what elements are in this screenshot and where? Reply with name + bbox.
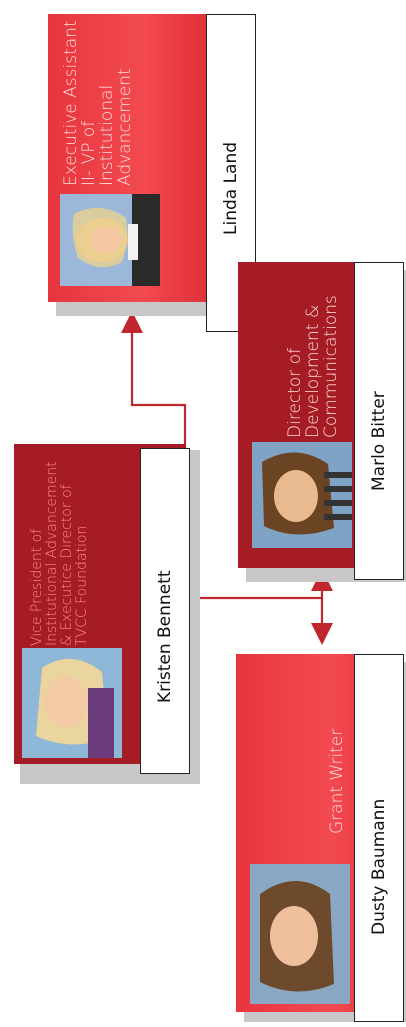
photo-kristen [22, 648, 122, 758]
photo-linda [60, 194, 160, 286]
namebox-marlo: Marlo Bitter [354, 262, 404, 580]
title-marlo: Director of Development & Communications [286, 295, 341, 438]
card-marlo: Director of Development & Communications… [238, 262, 406, 582]
card-kristen: Vice President of Institutional Advancem… [14, 444, 204, 784]
card-linda: Executive Assistant II- VP of Institutio… [48, 14, 256, 332]
card-dusty: Grant Writer Dusty Baumann [236, 654, 406, 1022]
namebox-dusty: Dusty Baumann [354, 654, 404, 1022]
photo-dusty [250, 864, 350, 1004]
photo-marlo [252, 442, 352, 548]
title-linda: Executive Assistant II- VP of Institutio… [62, 20, 135, 186]
title-kristen: Vice President of Institutional Advancem… [30, 461, 90, 646]
namebox-kristen: Kristen Bennett [140, 448, 190, 774]
